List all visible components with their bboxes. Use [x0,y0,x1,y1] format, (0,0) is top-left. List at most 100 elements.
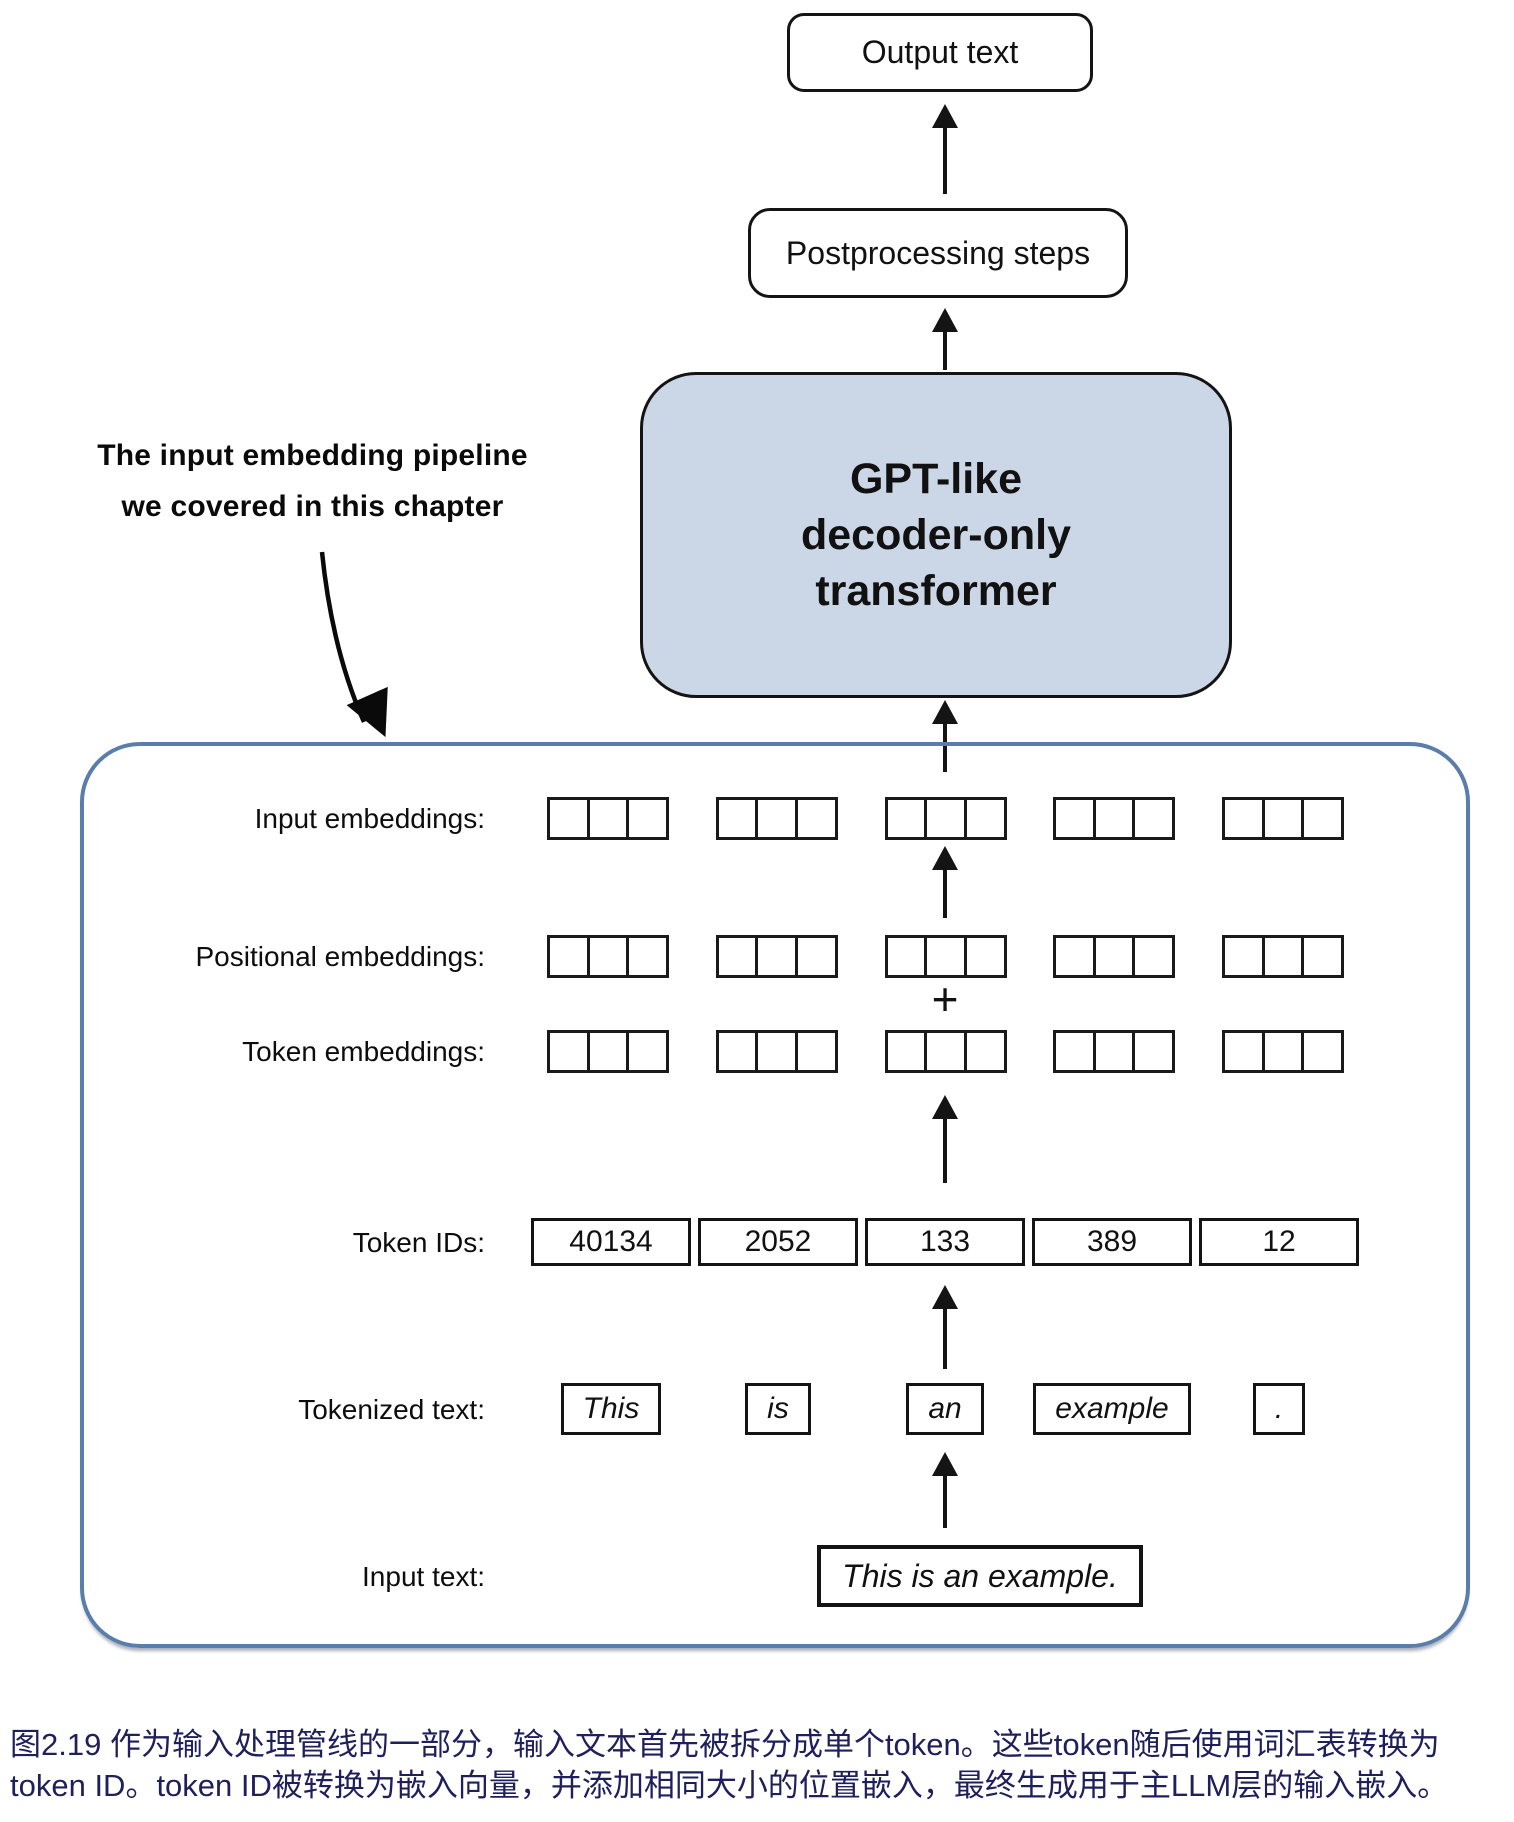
token-cell: example [1022,1383,1202,1435]
embedding-dim-cell [794,1030,838,1073]
token-box: example [1033,1383,1191,1435]
embedding-dim-cell [1092,935,1136,978]
embedding-dim-cell [794,797,838,840]
positional-embeddings-row [547,935,1344,978]
embedding-dim-cell [626,797,669,840]
token-id-box: 389 [1032,1218,1192,1266]
embedding-dim-cell [884,1030,928,1073]
embedding-dim-cell [1132,797,1176,840]
arrow-shaft [943,720,947,772]
token-cell: This [521,1383,701,1435]
embedding-dim-cell [1261,1030,1305,1073]
embedding-dim-cell [547,1030,590,1073]
embedding-dim-cell [626,1030,669,1073]
input-text-label: Input text: [362,1561,485,1592]
embedding-dim-cell [1301,1030,1344,1073]
annotation-note: The input embedding pipeline we covered … [70,430,555,532]
token-ids-row: 40134 2052 133 389 12 [531,1218,1359,1266]
embedding-dim-cell [715,797,759,840]
token-cell: an [855,1383,1035,1435]
embedding-dim-cell [1301,935,1344,978]
embedding-dim-cell [924,1030,967,1073]
postprocessing-steps-label: Postprocessing steps [785,234,1091,271]
embedding-dim-cell [755,935,799,978]
embedding-dim-cell [1261,797,1305,840]
embedding-dim-cell [1132,935,1176,978]
embedding-dim-cell [1222,1030,1265,1073]
postprocessing-steps-box: Postprocessing steps [748,208,1128,298]
arrow-shaft [943,1115,947,1183]
token-id-box: 133 [865,1218,1025,1266]
input-embedding-pipeline-container [80,742,1470,1648]
flow-arrow-gpt-to-postprocessing [931,308,959,370]
embedding-dim-cell [1222,935,1265,978]
flow-arrow-postprocessing-to-output [931,104,959,194]
token-cell: is [688,1383,868,1435]
embedding-dim-cell [547,797,590,840]
embedding-dim-cell [884,935,928,978]
output-text-label: Output text [861,34,1019,70]
token-cell: . [1189,1383,1369,1435]
embedding-vector [547,797,669,840]
embedding-dim-cell [586,1030,630,1073]
input-embeddings-row [547,797,1344,840]
arrow-shaft [943,124,947,194]
embedding-dim-cell [1092,1030,1136,1073]
embedding-dim-cell [1053,935,1097,978]
plus-operator: + [931,973,959,1025]
embedding-vector [884,797,1007,840]
embedding-vector [1053,935,1176,978]
embedding-dim-cell [715,935,759,978]
token-id-box: 40134 [531,1218,691,1266]
embedding-vector [884,1030,1007,1073]
embedding-dim-cell [586,797,630,840]
embedding-dim-cell [963,935,1007,978]
embedding-dim-cell [1132,1030,1176,1073]
embedding-dim-cell [755,797,799,840]
embedding-dim-cell [963,797,1007,840]
embedding-dim-cell [963,1030,1007,1073]
embedding-dim-cell [547,935,590,978]
embedding-vector [715,1030,838,1073]
embedding-vector [1222,1030,1344,1073]
embedding-dim-cell [715,1030,759,1073]
token-box: an [906,1383,984,1435]
embedding-vector [547,935,669,978]
positional-embeddings-label: Positional embeddings: [195,941,485,972]
embedding-dim-cell [755,1030,799,1073]
embedding-vector [1053,1030,1176,1073]
embedding-vector [884,935,1007,978]
embedding-vector [715,797,838,840]
embedding-dim-cell [1053,1030,1097,1073]
embedding-dim-cell [1261,935,1305,978]
gpt-transformer-label: GPT-like decoder-only transformer [801,451,1071,619]
flow-arrow-embeddings-to-gpt [931,700,959,772]
flow-arrow-input-to-tokens [931,1452,959,1528]
caption-line1: 图2.19 作为输入处理管线的一部分，输入文本首先被拆分成单个token。这些t… [10,1727,1440,1762]
embedding-dim-cell [794,935,838,978]
flow-arrow-positional-to-input [931,846,959,918]
embedding-vector [1053,797,1176,840]
embedding-dim-cell [586,935,630,978]
arrow-shaft [943,866,947,918]
token-box: This [560,1383,662,1435]
embedding-dim-cell [1301,797,1344,840]
embedding-dim-cell [924,935,967,978]
annotation-line1: The input embedding pipeline [97,439,528,472]
input-text-value: This is an example. [842,1557,1118,1594]
token-id-box: 2052 [698,1218,858,1266]
embedding-vector [547,1030,669,1073]
embedding-dim-cell [924,797,967,840]
input-embeddings-label: Input embeddings: [254,803,485,834]
arrow-shaft [943,1305,947,1369]
arrow-shaft [943,1472,947,1528]
embedding-dim-cell [1092,797,1136,840]
figure-caption: 图2.19 作为输入处理管线的一部分，输入文本首先被拆分成单个token。这些t… [10,1724,1506,1806]
embedding-vector [715,935,838,978]
token-ids-label: Token IDs: [352,1227,485,1258]
gpt-label-line3: transformer [815,567,1057,615]
output-text-box: Output text [787,13,1093,92]
annotation-line2: we covered in this chapter [121,490,504,523]
token-embeddings-row [547,1030,1344,1073]
embedding-dim-cell [1053,797,1097,840]
